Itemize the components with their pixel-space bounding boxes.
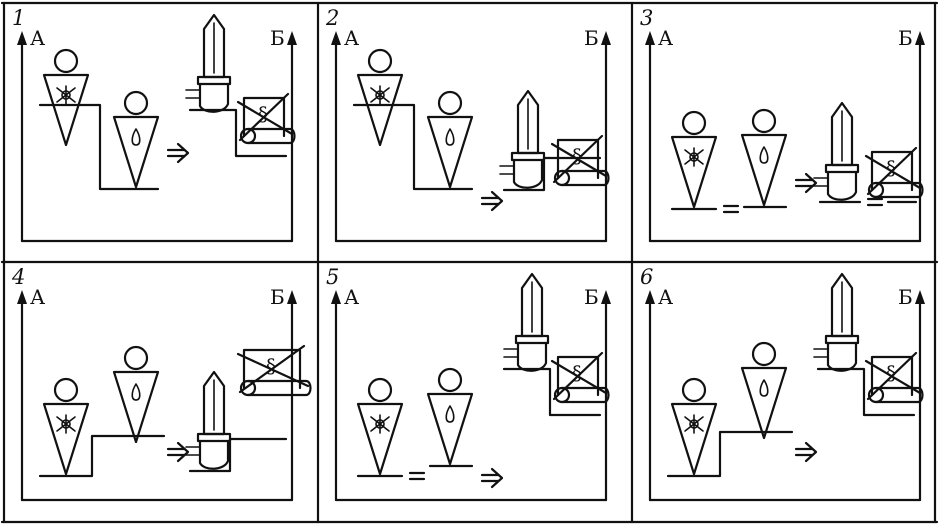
axis-left <box>331 31 341 243</box>
transition-arrow <box>794 172 818 194</box>
step-people <box>352 103 474 191</box>
axis-label-b: Б <box>898 285 913 309</box>
panel-number: 5 <box>326 265 339 289</box>
axis-label-b: Б <box>584 285 599 309</box>
axis-label-a: А <box>658 26 673 50</box>
panel-number: 1 <box>12 6 25 30</box>
scroll-symbol: § <box>572 144 582 168</box>
person-crossed <box>670 110 718 209</box>
step-items <box>188 108 288 158</box>
scroll-symbol: § <box>886 156 896 180</box>
person-drop <box>426 90 474 189</box>
step-items <box>188 437 288 473</box>
scroll: § <box>864 351 924 404</box>
step-people <box>666 430 794 478</box>
axis-label-a: А <box>344 26 359 50</box>
equals-sign-sword <box>866 197 884 207</box>
scroll: § <box>550 134 610 187</box>
axis-label-b: Б <box>270 285 285 309</box>
axis-left <box>17 290 27 502</box>
panel-1: 1А Б § <box>12 6 297 243</box>
person-drop <box>112 90 160 189</box>
person-crossed <box>356 48 404 147</box>
sword-hand <box>813 272 860 372</box>
axis-label-b: Б <box>898 26 913 50</box>
sword-hand <box>185 13 232 113</box>
sword-hand <box>499 89 546 189</box>
sword-hand <box>813 101 860 201</box>
person-crossed <box>356 377 404 476</box>
scroll-symbol: § <box>266 354 276 378</box>
transition-arrow <box>166 441 190 463</box>
axis-left <box>17 31 27 243</box>
panel-2: 2А Б § <box>325 6 611 243</box>
axis-right <box>915 290 925 502</box>
person-drop <box>112 345 160 444</box>
panel-5: 5А Б § <box>326 265 611 502</box>
transition-arrow <box>166 142 190 164</box>
panel-4: 4А Б § <box>11 265 312 502</box>
person-crossed <box>42 377 90 476</box>
axis-right <box>601 290 611 502</box>
person-drop <box>740 341 788 440</box>
step-items <box>502 156 602 192</box>
scroll-symbol: § <box>886 361 896 385</box>
step-items <box>502 367 602 417</box>
panel-number: 2 <box>325 6 339 30</box>
scroll-symbol: § <box>258 102 268 126</box>
axis-right <box>287 290 297 502</box>
scroll: § <box>236 92 296 145</box>
scroll-symbol: § <box>572 361 582 385</box>
step-items <box>816 367 916 417</box>
transition-arrow <box>794 441 818 463</box>
scroll: § <box>236 344 312 397</box>
panel-number: 6 <box>640 265 653 289</box>
step-people <box>38 103 160 191</box>
axis-right <box>601 31 611 243</box>
panel-number: 4 <box>11 265 25 289</box>
person-crossed <box>42 48 90 147</box>
transition-arrow <box>480 467 504 489</box>
axis-label-b: Б <box>270 26 285 50</box>
equals-sign <box>722 204 740 214</box>
panel-6: 6А Б § <box>640 265 925 502</box>
transition-arrow <box>480 190 504 212</box>
axis-label-a: А <box>658 285 673 309</box>
axis-label-b: Б <box>584 26 599 50</box>
person-drop <box>740 108 788 207</box>
axis-label-a: А <box>30 285 45 309</box>
axis-label-a: А <box>30 26 45 50</box>
axis-right <box>287 31 297 243</box>
axis-left <box>645 290 655 502</box>
person-crossed <box>670 377 718 476</box>
scroll: § <box>550 351 610 404</box>
axis-label-a: А <box>344 285 359 309</box>
axis-left <box>331 290 341 502</box>
sword-hand <box>503 272 550 372</box>
equals-sign <box>408 471 426 481</box>
axis-right <box>915 31 925 243</box>
scroll: § <box>864 146 924 199</box>
sword-hand <box>185 370 232 470</box>
panel-number: 3 <box>640 6 653 30</box>
panel-3: 3А Б § <box>640 6 925 243</box>
person-drop <box>426 367 474 466</box>
step-people <box>38 434 166 478</box>
axis-left <box>645 31 655 243</box>
